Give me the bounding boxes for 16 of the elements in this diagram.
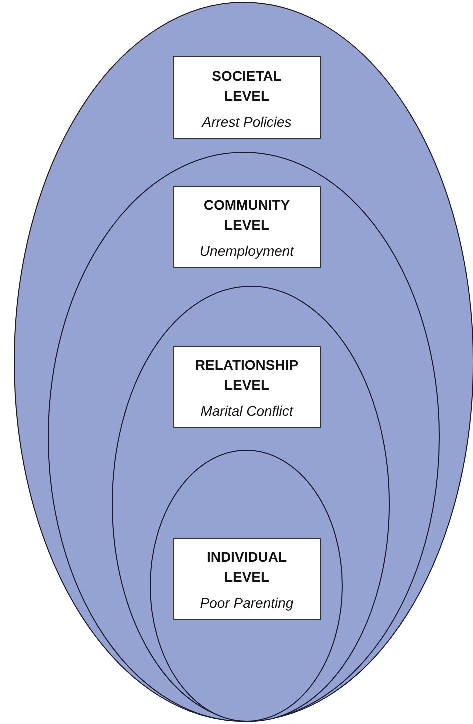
oval-region: [14, 2, 473, 722]
level-heading: COMMUNITY LEVEL: [202, 196, 292, 235]
level-box: [173, 346, 321, 428]
level-box: [173, 186, 321, 268]
level-example: Poor Parenting: [200, 595, 294, 611]
oval-region: [48, 152, 440, 722]
level-example: Marital Conflict: [200, 403, 294, 419]
oval-region: [112, 286, 390, 722]
level-example: Arrest Policies: [202, 114, 292, 130]
level-example: Unemployment: [200, 243, 294, 259]
oval-region: [150, 450, 343, 722]
level-heading: SOCIETAL LEVEL: [211, 66, 283, 106]
level-box: [173, 538, 321, 620]
level-heading: RELATIONSHIP LEVEL: [194, 356, 300, 395]
level-heading: INDIVIDUAL LEVEL: [206, 548, 288, 587]
level-box: [173, 56, 321, 139]
